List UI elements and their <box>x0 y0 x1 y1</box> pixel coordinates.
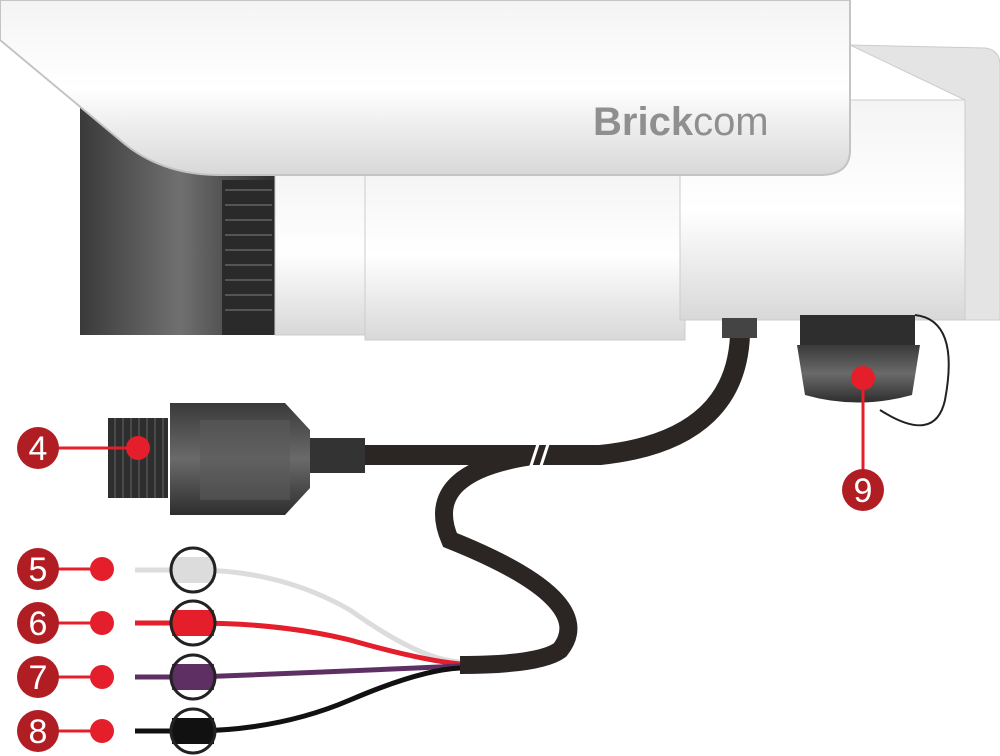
sunshield <box>0 0 851 176</box>
callout-9: 9 <box>842 366 884 511</box>
callout-number: 5 <box>29 551 48 589</box>
callout-5: 5 <box>17 548 114 590</box>
callout-number: 4 <box>29 430 48 468</box>
callout-6: 6 <box>17 602 114 644</box>
port-cap <box>797 314 950 427</box>
camera-body: Brickcom <box>0 0 1000 341</box>
brand-logo: Brickcom <box>593 100 769 144</box>
main-cable <box>360 319 751 465</box>
callout-8: 8 <box>17 710 114 752</box>
callout-number: 8 <box>29 713 48 751</box>
callout-number: 6 <box>29 605 48 643</box>
callout-4: 4 <box>17 427 150 469</box>
breakout-cable <box>435 446 578 674</box>
wires <box>135 546 461 755</box>
rj45-connector <box>108 403 365 515</box>
callout-number: 7 <box>29 659 48 697</box>
callout-7: 7 <box>17 656 114 698</box>
callout-number: 9 <box>854 472 873 510</box>
